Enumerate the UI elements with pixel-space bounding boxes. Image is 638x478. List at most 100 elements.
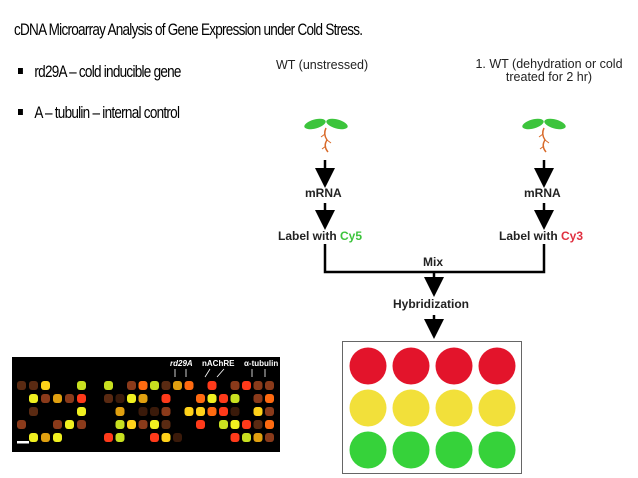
plate-spot — [435, 389, 473, 427]
array-spot — [53, 394, 62, 403]
array-spot — [115, 407, 125, 416]
plate-spot — [478, 431, 516, 469]
array-spot — [207, 381, 217, 390]
hybridization-plate — [342, 341, 522, 474]
array-spot — [77, 407, 86, 416]
mrna-right-label: mRNA — [524, 186, 561, 200]
array-spot — [265, 407, 274, 416]
array-spot — [65, 420, 74, 429]
array-spot — [253, 381, 263, 390]
array-spot — [53, 433, 62, 442]
gene-label-nachre: nAChRE — [202, 359, 235, 368]
array-spot — [150, 407, 159, 416]
left-condition-label: WT (unstressed) — [276, 58, 369, 72]
hybridization-label: Hybridization — [393, 297, 470, 311]
label-cy3: Label with Cy3 — [499, 229, 583, 243]
array-spot — [150, 433, 159, 442]
label-cy5-prefix: Label with — [278, 229, 341, 243]
microarray-spots — [17, 368, 274, 444]
array-spot — [219, 420, 228, 429]
bullet-marker — [18, 108, 23, 115]
cy3-dye-name: Cy3 — [561, 229, 584, 243]
slide-title: cDNA Microarray Analysis of Gene Express… — [14, 21, 363, 39]
gene-label-rd29a: rd29A — [170, 359, 193, 368]
plate-spot — [392, 389, 430, 427]
cy5-dye-name: Cy5 — [340, 229, 363, 243]
array-spot — [138, 420, 148, 429]
array-spot — [253, 433, 263, 442]
array-spot — [219, 394, 228, 403]
plate-spot — [392, 431, 430, 469]
array-spot — [115, 394, 125, 403]
scale-bar — [17, 441, 29, 444]
bullet-tubulin: A – tubulin – internal control — [18, 104, 180, 123]
array-spot — [127, 420, 136, 429]
label-cy5: Label with Cy5 — [278, 229, 362, 243]
array-spot — [253, 420, 263, 429]
label-cy3-prefix: Label with — [499, 229, 562, 243]
array-spot — [150, 381, 159, 390]
array-spot — [104, 394, 113, 403]
array-spot — [115, 420, 125, 429]
array-spot — [265, 394, 274, 403]
array-spot — [265, 381, 274, 390]
right-condition-line2: treated for 2 hr) — [505, 70, 593, 84]
array-spot — [184, 381, 194, 390]
array-spot — [29, 407, 38, 416]
bullet-text: rd29A – cold inducible gene — [34, 63, 181, 81]
plate-spot — [435, 431, 473, 469]
plate-spot — [349, 347, 387, 385]
array-spot — [242, 433, 251, 442]
plate-spot — [478, 389, 516, 427]
array-spot — [253, 394, 263, 403]
array-spot — [173, 381, 182, 390]
array-spot — [230, 394, 240, 403]
right-condition-label: 1. WT (dehydration or cold treated for 2… — [465, 58, 633, 84]
microarray-image: rd29A nAChRE α-tubulin — [12, 357, 280, 452]
array-spot — [161, 420, 171, 429]
array-spot — [77, 381, 86, 390]
bullet-rd29a: rd29A – cold inducible gene — [18, 63, 181, 82]
seedling-left-icon — [304, 118, 348, 153]
array-spot — [104, 381, 113, 390]
array-spot — [127, 381, 136, 390]
array-spot — [138, 407, 148, 416]
array-spot — [150, 420, 159, 429]
array-spot — [138, 381, 148, 390]
seedling-right-icon — [522, 118, 566, 153]
array-spot — [242, 381, 251, 390]
array-spot — [207, 407, 217, 416]
array-spot — [41, 381, 50, 390]
array-spot — [196, 394, 205, 403]
array-spot — [242, 420, 251, 429]
array-spot — [161, 394, 171, 403]
array-spot — [265, 420, 274, 429]
array-spot — [77, 420, 86, 429]
plate-spot — [349, 389, 387, 427]
array-spot — [184, 407, 194, 416]
array-spot — [53, 420, 62, 429]
pointer-arrow-nachre-2 — [216, 368, 225, 378]
array-spot — [29, 433, 38, 442]
right-condition-line1: 1. WT (dehydration or cold — [475, 57, 623, 71]
array-spot — [17, 420, 26, 429]
array-spot — [253, 407, 263, 416]
array-spot — [161, 381, 171, 390]
array-spot — [173, 433, 182, 442]
array-spot — [230, 420, 240, 429]
plate-spot — [435, 347, 473, 385]
array-spot — [77, 394, 86, 403]
array-spot — [196, 420, 205, 429]
array-spot — [230, 433, 240, 442]
array-spot — [161, 407, 171, 416]
array-spot — [65, 394, 74, 403]
array-spot — [207, 394, 217, 403]
array-spot — [161, 433, 171, 442]
pointer-arrow-nachre-1 — [204, 368, 211, 378]
gene-label-tubulin: α-tubulin — [244, 359, 279, 368]
array-spot — [29, 381, 38, 390]
array-spot — [230, 407, 240, 416]
array-spot — [265, 433, 274, 442]
array-spot — [29, 394, 38, 403]
